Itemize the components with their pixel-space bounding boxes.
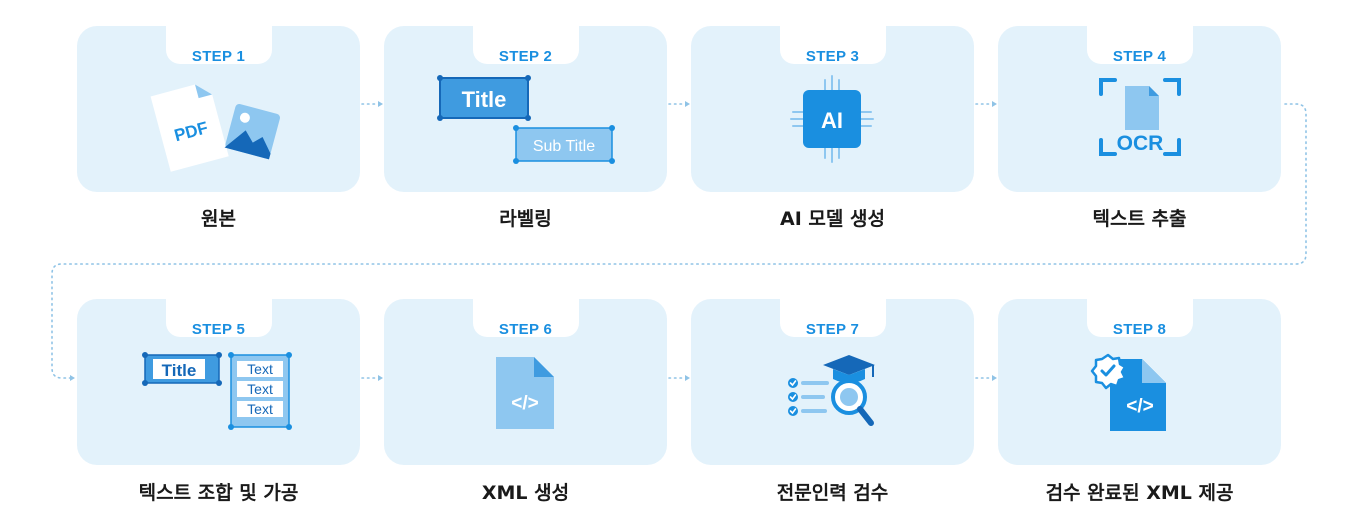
verified-xml-file-icon: </> <box>1090 353 1166 431</box>
step-2-caption: 라벨링 <box>499 208 552 230</box>
step-5-caption: 텍스트 조합 및 가공 <box>138 482 299 504</box>
step-label: STEP 2 <box>498 48 553 65</box>
step-label: STEP 1 <box>191 48 246 65</box>
step-6-caption: XML 생성 <box>481 482 570 504</box>
xml-file-icon: </> <box>496 357 554 429</box>
text-combine-icon: Title Text Text Text <box>142 352 292 430</box>
step-1-caption: 원본 <box>201 208 236 230</box>
step-4-caption: 텍스트 추출 <box>1092 208 1187 230</box>
step-5-card: STEP 5 Title Text Text Text <box>77 297 360 465</box>
step-tab: STEP 8 <box>1086 297 1193 338</box>
step-3-caption: AI 모델 생성 <box>780 208 885 230</box>
subtitle-text: Sub Title <box>533 138 595 155</box>
step-3-card: STEP 3 AI <box>691 24 974 192</box>
expert-review-icon <box>788 355 875 426</box>
step-2-card: STEP 2 Title Sub Title <box>384 24 667 192</box>
chip-text: AI <box>821 108 843 133</box>
step-label: STEP 5 <box>191 321 246 338</box>
ocr-text: OCR <box>1117 132 1164 155</box>
step-6-card: STEP 6 </> <box>384 297 667 465</box>
step-label: STEP 7 <box>805 321 860 338</box>
pdf-image-document-icon: PDF <box>150 84 280 172</box>
step-label: STEP 3 <box>805 48 860 65</box>
ocr-scan-icon: OCR <box>1099 78 1181 156</box>
step-7-card: STEP 7 <box>691 297 974 465</box>
step-tab: STEP 1 <box>165 24 272 65</box>
ai-chip-icon: AI <box>790 75 874 163</box>
step-tab: STEP 2 <box>472 24 579 65</box>
code-text: </> <box>511 393 538 414</box>
step-tab: STEP 4 <box>1086 24 1193 65</box>
step-label: STEP 8 <box>1112 321 1167 338</box>
step-tab: STEP 7 <box>779 297 886 338</box>
step-tab: STEP 5 <box>165 297 272 338</box>
text-row: Text <box>247 401 273 417</box>
step-tab: STEP 6 <box>472 297 579 338</box>
step-label: STEP 4 <box>1112 48 1167 65</box>
step-4-card: STEP 4 OCR <box>998 24 1281 192</box>
step-8-card: STEP 8 </> <box>998 297 1281 465</box>
code-text: </> <box>1126 396 1153 417</box>
text-row: Text <box>247 361 273 377</box>
title-text: Title <box>462 87 507 112</box>
step-7-caption: 전문인력 검수 <box>776 482 889 504</box>
step-tab: STEP 3 <box>779 24 886 65</box>
step-1-card: STEP 1 PDF <box>77 24 360 192</box>
title-text: Title <box>162 361 197 380</box>
text-row: Text <box>247 381 273 397</box>
step-8-caption: 검수 완료된 XML 제공 <box>1045 482 1234 504</box>
labeling-title-icon: Title Sub Title <box>437 75 615 164</box>
step-label: STEP 6 <box>498 321 553 338</box>
